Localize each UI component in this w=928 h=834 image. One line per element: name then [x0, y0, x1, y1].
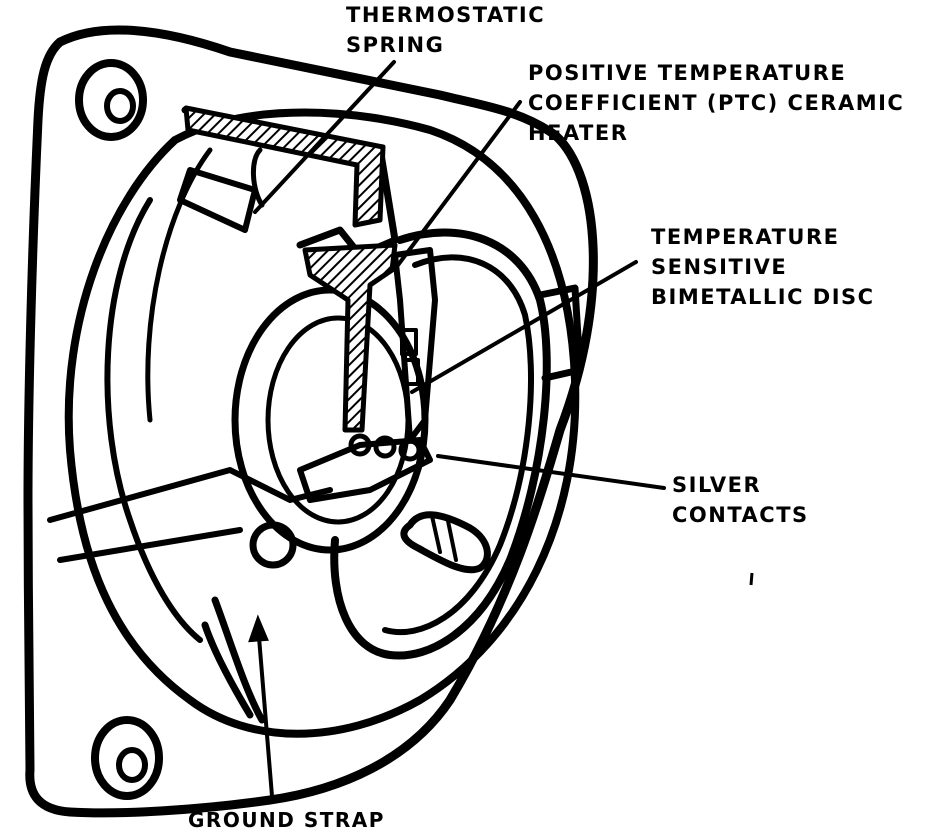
- ptc-heater-section: [302, 242, 398, 433]
- thermostat-cap-body: [64, 108, 580, 738]
- bottom-mounting-hole: [91, 716, 163, 800]
- ground-rivet: [249, 521, 297, 569]
- leader-thermostatic-spring: [253, 60, 396, 214]
- terminal-pin: [400, 511, 491, 574]
- mounting-flange: [23, 25, 598, 818]
- bimetallic-disc: [392, 247, 438, 443]
- label-bimetallic-disc: TEMPERATURE SENSITIVE BIMETALLIC DISC: [651, 225, 875, 309]
- leader-ptc-heater: [396, 100, 522, 267]
- leader-ground-strap: [256, 623, 274, 798]
- contact-arm: [297, 437, 433, 503]
- top-mounting-hole: [75, 59, 147, 141]
- spring-coil-section: [183, 105, 386, 228]
- label-ground-strap: GROUND STRAP: [188, 808, 385, 832]
- label-ptc-heater: POSITIVE TEMPERATURE COEFFICIENT (PTC) C…: [528, 61, 905, 145]
- ground-strap: [201, 596, 266, 724]
- label-silver-contacts: SILVER CONTACTS: [672, 473, 809, 527]
- inner-plate: [231, 286, 429, 554]
- rear-end-cap: [330, 228, 551, 660]
- leader-bimetallic-disc: [410, 260, 638, 394]
- leader-silver-contacts: [436, 454, 666, 490]
- label-thermostatic-spring: THERMOSTATIC SPRING: [346, 3, 546, 57]
- silver-contact-2: [373, 435, 397, 459]
- stray-mark: [749, 572, 754, 586]
- silver-contact-1: [348, 433, 372, 457]
